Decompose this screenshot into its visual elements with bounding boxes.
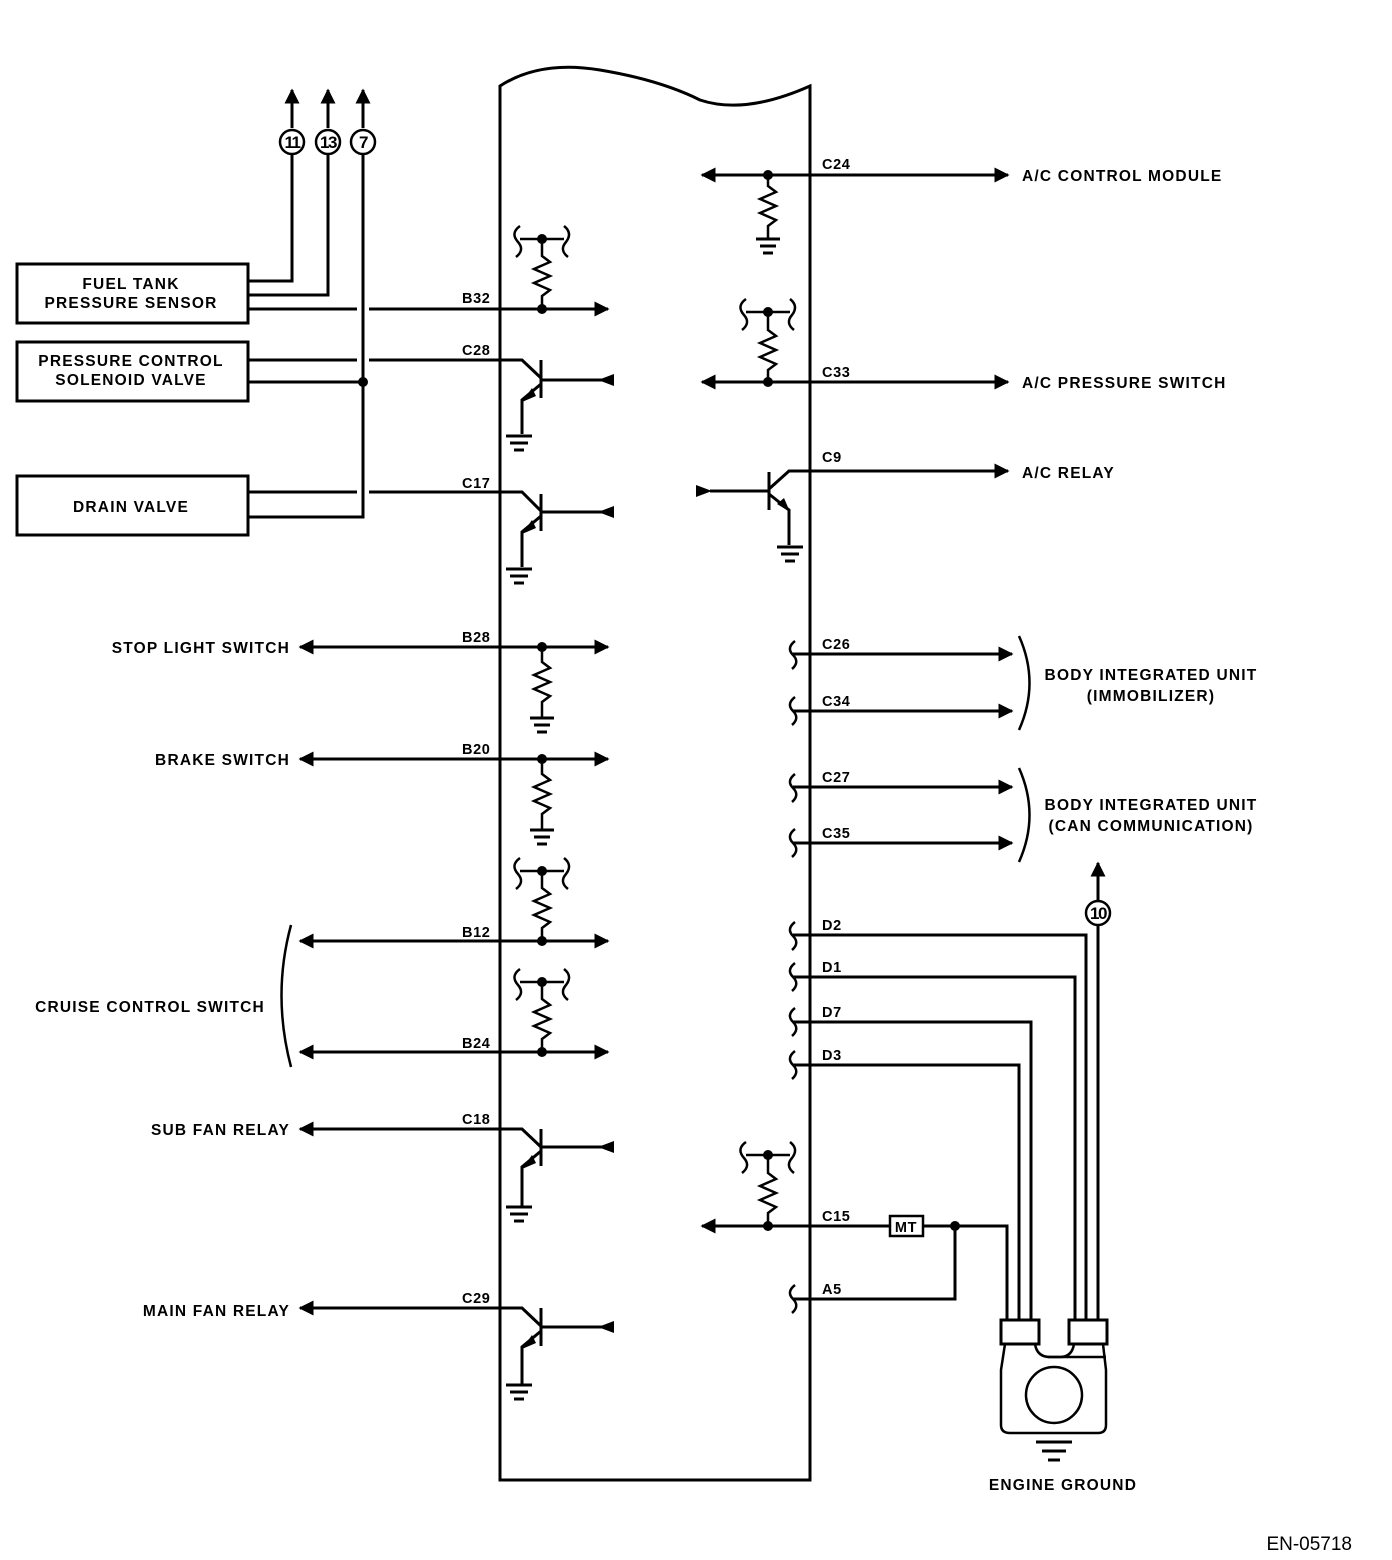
pin-c27-circuit: C27 [788,770,1014,803]
drain-valve-box: DRAIN VALVE [15,474,250,537]
svg-text:CRUISE CONTROL SWITCH: CRUISE CONTROL SWITCH [35,999,265,1016]
pin-b24-circuit: B24 [298,967,610,1060]
pin-b20-circuit: BRAKE SWITCH B20 [155,742,610,846]
svg-text:7: 7 [359,133,368,152]
svg-text:B32: B32 [462,291,490,307]
connector-ref-7: 7 [248,88,377,519]
svg-text:A/C CONTROL MODULE: A/C CONTROL MODULE [1022,168,1222,185]
pin-b32-circuit: B32 [248,224,610,317]
svg-text:D7: D7 [822,1005,842,1021]
reference-code: EN-05718 [1266,1534,1352,1555]
svg-text:C15: C15 [822,1209,850,1225]
svg-text:A5: A5 [822,1282,842,1298]
body-integrated-unit-immobilizer: BODY INTEGRATED UNIT (IMMOBILIZER) [1017,635,1258,731]
pin-c28-circuit: C28 [248,343,614,452]
pin-d7-circuit: D7 [788,1005,1033,1320]
svg-text:B20: B20 [462,742,490,758]
connector-ref-10: 10 [1084,861,1112,1320]
svg-text:(CAN COMMUNICATION): (CAN COMMUNICATION) [1048,818,1253,835]
pin-a5-circuit: A5 [788,1226,957,1314]
pin-c29-circuit: MAIN FAN RELAY C29 [143,1291,614,1401]
svg-text:10: 10 [1090,904,1107,923]
engine-ground-terminal: ENGINE GROUND [989,1318,1137,1494]
svg-text:MAIN FAN RELAY: MAIN FAN RELAY [143,1303,290,1320]
pin-b28-circuit: STOP LIGHT SWITCH B28 [112,630,610,734]
svg-text:B24: B24 [462,1036,490,1052]
svg-text:C9: C9 [822,450,842,466]
body-integrated-unit-can: BODY INTEGRATED UNIT (CAN COMMUNICATION) [1017,767,1258,863]
svg-text:B28: B28 [462,630,490,646]
svg-text:MT: MT [895,1220,917,1236]
svg-text:SOLENOID VALVE: SOLENOID VALVE [55,372,206,389]
svg-text:C24: C24 [822,157,850,173]
pin-d1-circuit: D1 [788,960,1077,1320]
pin-c35-circuit: C35 [788,826,1014,858]
svg-text:C29: C29 [462,1291,490,1307]
svg-text:C33: C33 [822,365,850,381]
pressure-control-solenoid-valve-box: PRESSURE CONTROL SOLENOID VALVE [15,340,250,403]
pin-c17-circuit: C17 [248,476,614,585]
pin-b12-circuit: B12 [298,856,610,949]
svg-text:C18: C18 [462,1112,490,1128]
svg-text:BODY INTEGRATED UNIT: BODY INTEGRATED UNIT [1045,797,1258,814]
svg-text:D3: D3 [822,1048,842,1064]
svg-text:A/C RELAY: A/C RELAY [1022,465,1115,482]
svg-text:B12: B12 [462,925,490,941]
svg-text:D1: D1 [822,960,842,976]
connector-ref-11: 11 [248,88,306,283]
pin-c24-circuit: C24 A/C CONTROL MODULE [700,157,1222,255]
svg-text:13: 13 [320,133,337,152]
svg-text:C35: C35 [822,826,850,842]
svg-text:C28: C28 [462,343,490,359]
svg-text:FUEL TANK: FUEL TANK [82,276,179,293]
svg-text:(IMMOBILIZER): (IMMOBILIZER) [1087,688,1215,705]
fuel-tank-pressure-sensor-box: FUEL TANK PRESSURE SENSOR [15,262,250,325]
pin-d2-circuit: D2 [788,918,1088,1320]
svg-text:D2: D2 [822,918,842,934]
svg-text:DRAIN VALVE: DRAIN VALVE [73,499,189,516]
pin-c26-circuit: C26 [788,637,1014,670]
svg-text:C17: C17 [462,476,490,492]
ecm-module-outline [498,65,812,1482]
pin-c33-circuit: C33 A/C PRESSURE SWITCH [700,297,1227,392]
svg-text:ENGINE GROUND: ENGINE GROUND [989,1477,1137,1494]
pin-c9-circuit: C9 A/C RELAY [696,450,1115,563]
svg-text:C26: C26 [822,637,850,653]
svg-text:BRAKE SWITCH: BRAKE SWITCH [155,752,290,769]
svg-text:C34: C34 [822,694,850,710]
svg-text:SUB FAN RELAY: SUB FAN RELAY [151,1122,290,1139]
pin-d3-circuit: D3 [788,1048,1021,1320]
pin-c15-circuit: C15 MT [700,1140,1009,1320]
cruise-control-switch-group: CRUISE CONTROL SWITCH [35,924,293,1068]
svg-text:A/C PRESSURE SWITCH: A/C PRESSURE SWITCH [1022,375,1227,392]
pin-c18-circuit: SUB FAN RELAY C18 [151,1112,614,1223]
svg-text:BODY INTEGRATED UNIT: BODY INTEGRATED UNIT [1045,667,1258,684]
svg-text:11: 11 [285,133,301,152]
connector-ref-13: 13 [248,88,342,297]
svg-text:PRESSURE CONTROL: PRESSURE CONTROL [38,353,223,370]
pin-c34-circuit: C34 [788,694,1014,726]
svg-text:C27: C27 [822,770,850,786]
svg-text:PRESSURE SENSOR: PRESSURE SENSOR [44,295,217,312]
svg-text:STOP LIGHT SWITCH: STOP LIGHT SWITCH [112,640,290,657]
